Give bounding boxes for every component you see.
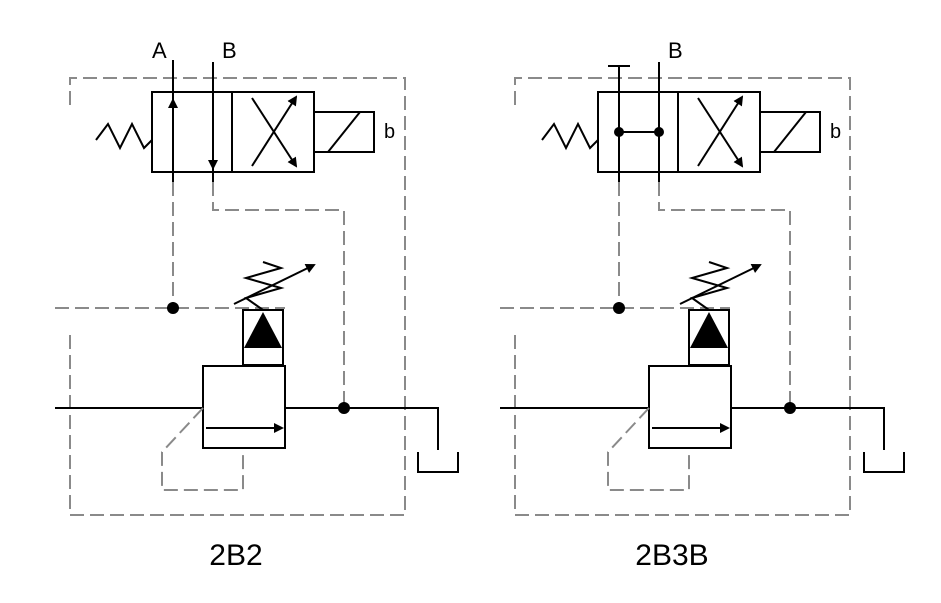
relief-triangle-icon [690,312,728,348]
junction-dot [654,127,664,137]
junction-dot [614,127,624,137]
port-label-b: B [222,38,237,63]
valve-square-parallel [151,91,233,173]
adjustable-spring-icon [688,261,731,311]
adjustment-arrow-icon [679,264,762,305]
spring-icon [95,121,153,151]
diagram-title: 2B2 [209,539,262,572]
solenoid-label: b [384,121,395,143]
solenoid-box [313,111,375,153]
junction-dot [613,302,625,314]
solenoid-box [759,111,821,153]
main-valve-body [648,365,732,449]
adjustable-spring-icon [242,261,285,311]
spring-icon [541,121,599,151]
tank-icon [417,452,459,473]
diagram-2b2: A B b 2B2 [55,38,459,572]
housing-boundary [514,77,851,516]
tank-return-line [285,407,439,450]
tank-return-line [731,407,885,450]
solenoid-coil-icon [773,111,807,153]
internal-pilot-loop [607,407,690,491]
port-label-b: B [668,38,683,63]
diagram-title: 2B3B [635,539,708,572]
junction-dot [338,402,350,414]
port-label-a: A [152,38,167,63]
drain-line-b [658,182,791,408]
housing-boundary [69,77,406,516]
internal-pilot-loop [161,407,244,491]
junction-dot [784,402,796,414]
diagram-2b3b: B b 2B3B [500,38,905,572]
tank-icon [863,452,905,473]
main-valve-body [202,365,286,449]
solenoid-label: b [830,121,841,143]
solenoid-coil-icon [327,111,361,153]
cross-arrow-down-icon [697,97,744,168]
drain-line-b [212,182,345,408]
relief-triangle-icon [244,312,282,348]
adjustment-arrow-icon [233,264,316,305]
junction-dot [167,302,179,314]
cross-arrow-down-icon [251,97,298,168]
